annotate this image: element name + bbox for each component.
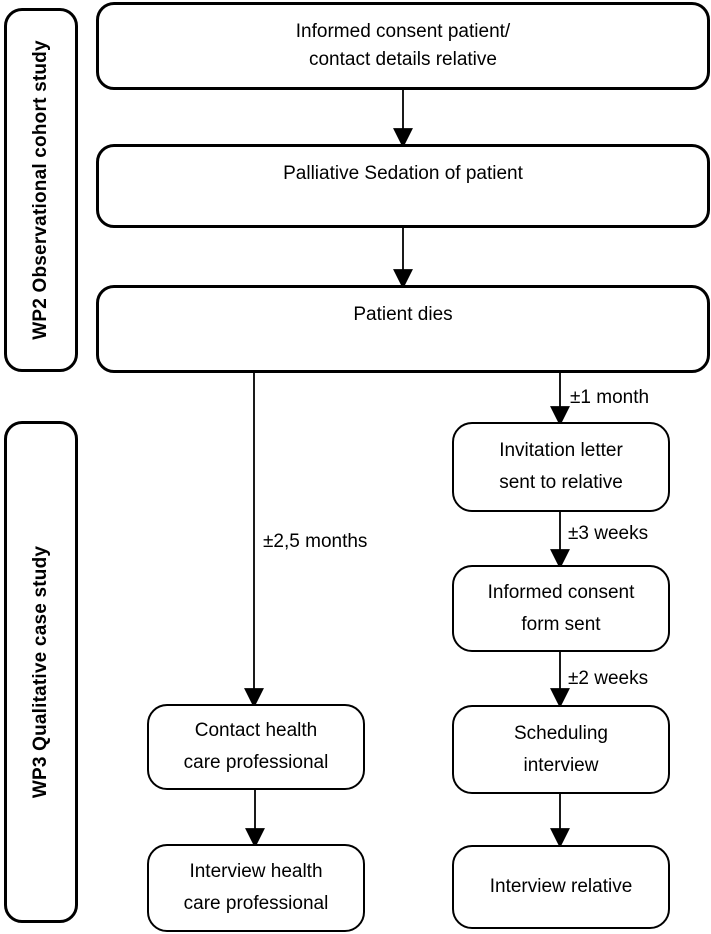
arrowhead-scheduling-to-interview-relative (550, 828, 570, 849)
node-interview-relative-label: Interview relative (489, 876, 633, 897)
node-interview-hcp: Interview health care professional (147, 844, 365, 932)
node-informed-consent-form-label: Informed consent form sent (487, 581, 635, 635)
wp3-sidebar-box: WP3 Qualitative case study (4, 421, 78, 923)
node-contact-hcp: Contact health care professional (147, 704, 365, 790)
node-contact-hcp-label: Contact health care professional (183, 720, 329, 773)
node-informed-consent-form: Informed consent form sent (452, 565, 670, 652)
arrowhead-consent-form-to-scheduling (550, 688, 570, 709)
node-interview-hcp-label: Interview health care professional (183, 861, 329, 914)
node-scheduling-interview: Scheduling interview (452, 705, 670, 794)
edge-label-one-month: ±1 month (570, 387, 650, 408)
node-informed-consent-label: Informed consent patient/ contact detail… (295, 21, 511, 70)
edge-label-two-half-months: ±2,5 months (263, 531, 368, 552)
node-palliative-sedation-label: Palliative Sedation of patient (283, 163, 523, 184)
node-palliative-sedation: Palliative Sedation of patient (96, 144, 710, 228)
node-patient-dies: Patient dies (96, 285, 710, 373)
node-scheduling-interview-label: Scheduling interview (513, 722, 609, 776)
node-invitation-letter: Invitation letter sent to relative (452, 422, 670, 512)
wp3-sidebar-label: WP3 Qualitative case study (30, 545, 51, 799)
node-informed-consent: Informed consent patient/ contact detail… (96, 2, 710, 90)
wp2-sidebar-box: WP2 Observational cohort study (4, 8, 78, 372)
node-interview-relative: Interview relative (452, 845, 670, 929)
edge-label-two-weeks: ±2 weeks (568, 668, 649, 689)
node-invitation-letter-label: Invitation letter sent to relative (499, 440, 623, 493)
wp2-sidebar-label: WP2 Observational cohort study (30, 40, 51, 340)
edge-label-three-weeks: ±3 weeks (568, 523, 649, 544)
node-patient-dies-label: Patient dies (353, 304, 453, 325)
